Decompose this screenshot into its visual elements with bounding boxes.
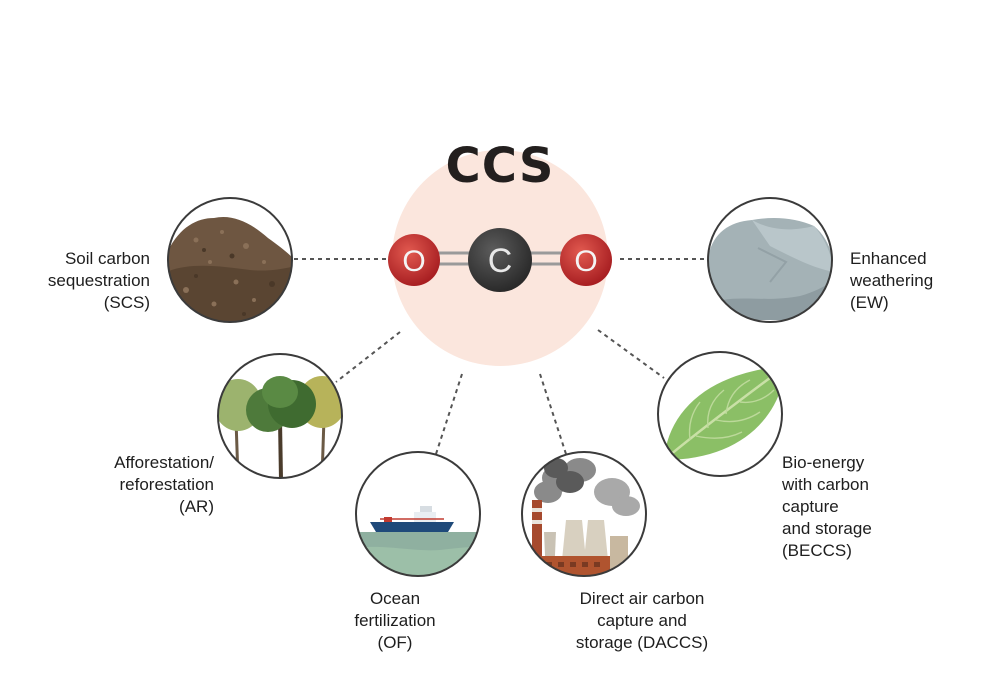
double-bond-right — [525, 251, 566, 266]
label-of-line-1: Ocean — [369, 589, 421, 608]
daccs-icon — [521, 451, 647, 577]
label-beccs: Bio-energy with carbon capture and stora… — [782, 452, 932, 562]
label-ar-line-3: (AR) — [179, 497, 214, 516]
label-beccs-line-4: and storage — [782, 519, 872, 538]
label-beccs-line-5: (BECCS) — [782, 541, 852, 560]
label-daccs-line-2: capture and — [597, 611, 687, 630]
label-daccs-line-1: Direct air carbon — [579, 589, 705, 608]
ew-icon — [707, 197, 833, 323]
connector-ar — [335, 331, 401, 383]
label-scs-line-1: Soil carbon — [64, 249, 150, 268]
connector-lines — [294, 258, 708, 455]
oxygen-atom-right — [560, 234, 612, 286]
label-ew: Enhanced weathering (EW) — [850, 248, 990, 314]
label-ew-line-1: Enhanced — [850, 249, 927, 268]
co2-molecule: O C O — [388, 228, 612, 292]
label-beccs-line-2: with carbon — [782, 475, 869, 494]
label-of: Ocean fertilization (OF) — [335, 588, 455, 654]
beccs-icon — [657, 351, 783, 477]
oxygen-atom-left — [388, 234, 440, 286]
ar-icon — [217, 353, 343, 479]
label-ew-line-2: weathering — [850, 271, 934, 290]
label-ew-line-3: (EW) — [850, 293, 889, 312]
of-icon — [355, 451, 481, 577]
label-scs: Soil carbon sequestration (SCS) — [14, 248, 150, 314]
atom-label-o-right: O — [574, 245, 597, 278]
label-ar: Afforestation/ reforestation (AR) — [60, 452, 214, 518]
label-beccs-line-1: Bio-energy — [782, 453, 865, 472]
connector-daccs — [539, 373, 567, 455]
connector-beccs — [597, 329, 665, 379]
label-ar-line-1: Afforestation/ — [114, 453, 214, 472]
label-of-line-3: (OF) — [377, 633, 413, 652]
atom-label-o-left: O — [402, 245, 425, 278]
label-scs-line-3: (SCS) — [103, 293, 150, 312]
label-scs-line-2: sequestration — [47, 271, 150, 290]
label-daccs-line-3: storage (DACCS) — [575, 633, 709, 652]
label-beccs-line-3: capture — [782, 497, 839, 516]
diagram-title: CCS — [445, 138, 555, 194]
label-ar-line-2: reforestation — [119, 475, 215, 494]
atom-label-c: C — [488, 242, 513, 280]
scs-icon — [167, 197, 293, 323]
carbon-atom — [468, 228, 532, 292]
connector-of — [435, 373, 463, 455]
label-daccs: Direct air carbon capture and storage (D… — [552, 588, 732, 654]
label-of-line-2: fertilization — [354, 611, 436, 630]
